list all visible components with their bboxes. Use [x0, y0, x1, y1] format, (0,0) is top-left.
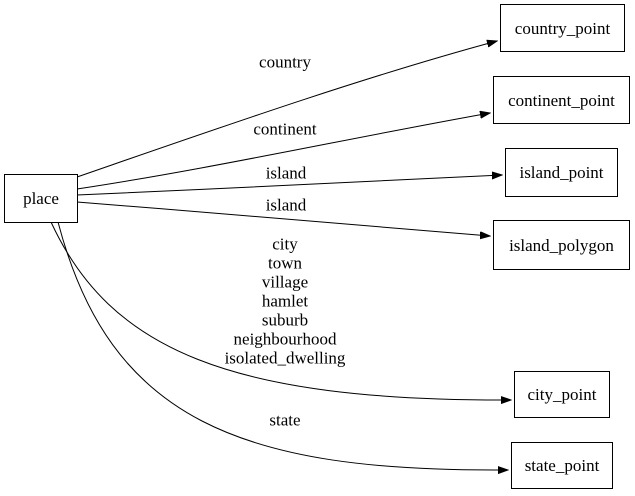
node-state_point-label: state_point	[524, 456, 600, 475]
node-continent_point-label: continent_point	[508, 90, 615, 110]
edge-place-continent_point	[76, 113, 490, 190]
node-continent_point: continent_point	[493, 76, 630, 124]
node-state_point: state_point	[511, 442, 613, 489]
node-city_point-label: city_point	[527, 385, 597, 404]
edge-place-state_point	[57, 221, 508, 470]
edge-label-continent: continent	[253, 119, 317, 139]
edge-place-island_polygon	[76, 201, 490, 236]
node-island_polygon-label: island_polygon	[509, 235, 614, 255]
node-island_point: island_point	[505, 148, 618, 197]
node-city_point: city_point	[514, 371, 610, 418]
edge-label-state: state	[269, 410, 301, 430]
edge-place-country_point	[76, 41, 497, 178]
node-island_polygon: island_polygon	[493, 220, 630, 270]
edge-label-city-group: city town village hamlet suburb neighbou…	[224, 234, 346, 368]
node-country_point: country_point	[500, 4, 625, 52]
edge-place-island_point	[76, 175, 502, 196]
edge-label-island-point: island	[265, 163, 307, 183]
edge-place-city_point	[50, 221, 511, 400]
node-place-label: place	[23, 189, 59, 208]
node-island_point-label: island_point	[519, 163, 604, 182]
node-country_point-label: country_point	[514, 18, 611, 38]
edge-label-island-polygon: island	[265, 195, 307, 215]
edge-label-country: country	[259, 52, 311, 72]
node-place: place	[4, 174, 78, 223]
